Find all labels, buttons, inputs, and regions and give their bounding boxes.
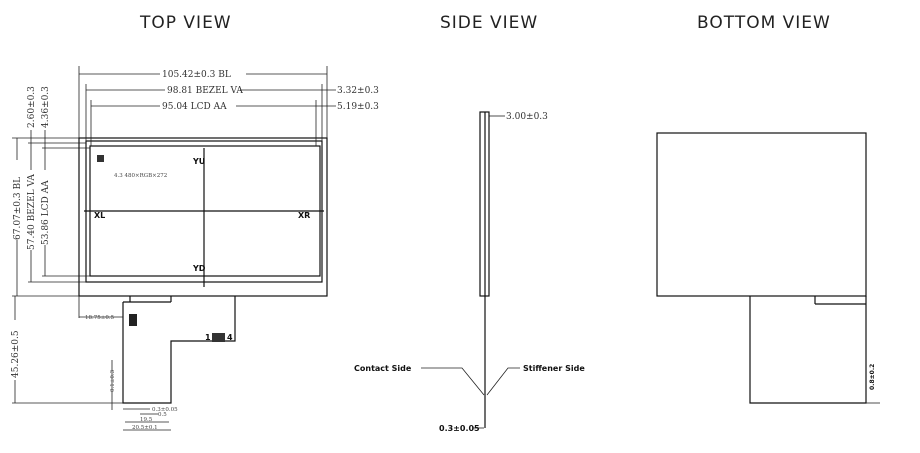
dim-bezel-width: 98.81 BEZEL VA [167, 86, 243, 96]
dim-bl-height: 67.07±0.3 BL [13, 177, 23, 240]
bottom-view: 0.8±0.2 [656, 132, 880, 404]
dim-fpc-offset: 18.75±0.5 [85, 315, 115, 321]
stiffener-side-label: Stiffener Side [523, 364, 585, 373]
dim-width-inner: 19.5 [140, 417, 153, 423]
dim-lcd-height: 53.86 LCD AA [41, 180, 51, 245]
dim-top-offset-2: 4.36±0.3 [41, 86, 51, 128]
axis-label-yd: YD [192, 264, 206, 273]
dim-width-outer: 20.5±0.1 [132, 425, 158, 431]
side-view: 3.00±0.3 Contact Side Stiffener Side 0.3… [354, 111, 585, 433]
bottom-view-title: BOTTOM VIEW [697, 13, 831, 33]
dim-fpc-length: 45.26±0.5 [11, 330, 21, 378]
dim-side-thickness: 3.00±0.3 [506, 112, 548, 122]
dim-right-offset-2: 5.19±0.3 [337, 102, 379, 112]
dim-tail-thickness: 0.1±0.3 [110, 369, 116, 392]
bottom-tail-dim: 0.8±0.2 [869, 364, 876, 390]
dim-bl-width: 105.42±0.3 BL [162, 70, 231, 80]
model-text: 4.3 480×RGB×272 [114, 173, 167, 179]
dim-lcd-width: 95.04 LCD AA [162, 102, 227, 112]
top-view-title: TOP VIEW [139, 13, 232, 33]
dim-right-offset-1: 3.32±0.3 [337, 86, 379, 96]
contact-side-label: Contact Side [354, 364, 412, 373]
axis-label-xl: XL [94, 211, 105, 220]
dim-bezel-height: 57.40 BEZEL VA [27, 174, 37, 250]
dim-pitch-2: 0.5 [158, 412, 167, 418]
panel-back-outline [656, 132, 867, 297]
axis-label-yu: YU [192, 157, 205, 166]
dim-top-offset-1: 2.60±0.3 [27, 86, 37, 128]
dim-pitch-1: 0.3±0.05 [152, 407, 178, 413]
fpc-thickness-label: 0.3±0.05 [439, 424, 480, 433]
connector-pin-start: 1 [205, 333, 211, 342]
side-view-title: SIDE VIEW [440, 13, 538, 33]
axis-label-xr: XR [298, 211, 310, 220]
bottom-fpc-outline [749, 296, 867, 404]
fpc-outline [122, 296, 236, 404]
top-view: 4.3 480×RGB×272 YU YD XL XR 105.42±0.3 B… [9, 66, 379, 431]
backlight-outline [78, 137, 328, 297]
connector-pin-end: 4 [227, 333, 233, 342]
